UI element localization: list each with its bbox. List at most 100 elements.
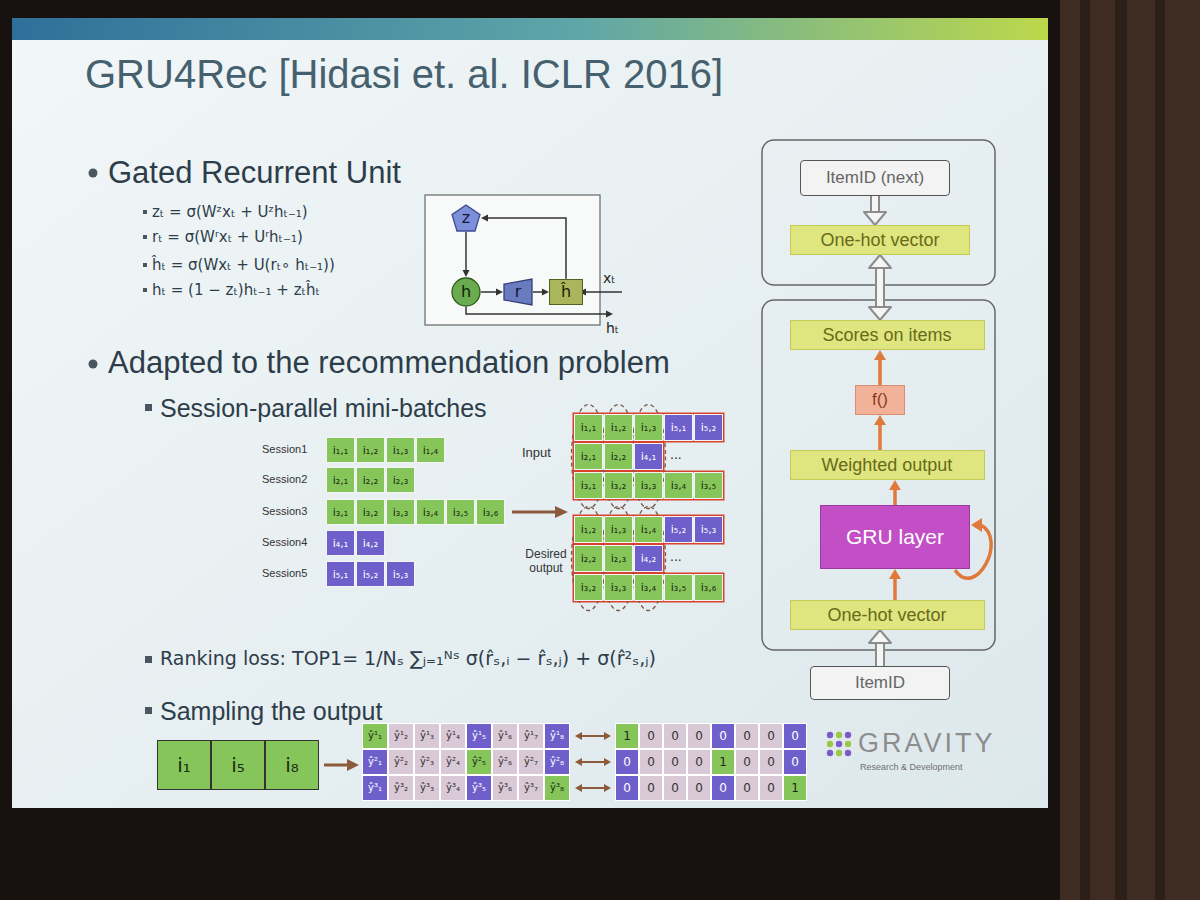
session-cell: i₁,₁ [326, 437, 355, 463]
target-cell: 0 [759, 775, 783, 801]
target-cell: 0 [735, 723, 759, 749]
vector-box: One-hot vector [790, 600, 985, 630]
logo-dot [845, 741, 851, 747]
arrow-head [555, 506, 568, 518]
transform-arrow [324, 764, 347, 767]
target-cell: 0 [639, 775, 663, 801]
arrow-head [542, 288, 549, 295]
score-cell: ŷ²₄ [440, 749, 466, 775]
score-cell: ŷ³₇ [518, 775, 544, 801]
batch-cell: i₃,₃ [634, 472, 663, 499]
session-cell: i₄,₁ [326, 530, 355, 556]
session-label: Session4 [262, 536, 307, 549]
sub-bullet-text: Sampling the output [160, 696, 382, 726]
input-wire [585, 291, 622, 293]
batch-ellipse [572, 507, 606, 611]
score-cell: ŷ¹₃ [414, 723, 440, 749]
score-cell: ŷ¹₇ [518, 723, 544, 749]
batch-cell: i₂,₃ [604, 545, 633, 572]
logo-dot [845, 750, 851, 756]
arrow-head [347, 759, 359, 771]
candidate-state: ĥ [549, 279, 583, 305]
target-cell: 0 [615, 775, 639, 801]
score-cell: ŷ¹₁ [362, 723, 388, 749]
batch-cell: i₁,₂ [574, 516, 603, 543]
logo-dot [836, 741, 842, 747]
gate-connector [481, 215, 566, 279]
arrow-head [575, 758, 582, 766]
session-cell: i₅,₁ [326, 561, 355, 587]
session-cell: i₅,₃ [386, 561, 415, 587]
layer-box: Weighted output [790, 450, 985, 480]
row-outline [574, 516, 724, 544]
input-box: ItemID [810, 666, 950, 700]
batch-cell: i₁,₃ [604, 516, 633, 543]
target-cell: 0 [735, 749, 759, 775]
arrow-head [874, 415, 886, 425]
session-label: Session2 [262, 473, 307, 486]
batch-cell: i₃,₂ [604, 472, 633, 499]
logo-dot [827, 732, 833, 738]
bullet-square [145, 656, 152, 663]
connector-line [870, 196, 880, 213]
batch-cell: i₂,₂ [604, 443, 633, 470]
batch-cell: i₅,₁ [664, 414, 693, 441]
session-cell: i₂,₁ [326, 467, 355, 493]
hidden-state: h [451, 277, 481, 307]
flow-arrow [869, 255, 891, 320]
signal-label: hₜ [606, 320, 619, 337]
logo-dot [836, 732, 842, 738]
bullet-square [143, 263, 147, 267]
session-cell: i₃,₃ [386, 499, 415, 525]
target-cell: 0 [759, 749, 783, 775]
score-cell: ŷ²₅ [466, 749, 492, 775]
curtain-fold [1080, 0, 1090, 900]
arrow-head [496, 289, 503, 296]
compare-arrow [581, 761, 604, 763]
logo-dot [827, 750, 833, 756]
row-outline [574, 472, 724, 500]
connector-line [878, 424, 882, 451]
score-cell: ŷ²₈ [544, 749, 570, 775]
node-label: One-hot vector [827, 605, 946, 626]
connector-fill [877, 267, 883, 307]
batch-cell: i₄,₁ [634, 443, 663, 470]
network-frame [762, 300, 995, 650]
bullet-square [145, 707, 152, 714]
batch-cell: i₃,₅ [694, 472, 723, 499]
target-cell: 1 [711, 749, 735, 775]
target-cell: 0 [783, 749, 807, 775]
connector-line [533, 291, 543, 293]
bullet-dot [89, 169, 98, 178]
gate-connector [481, 289, 503, 296]
reset-gate: r [503, 278, 533, 306]
batch-ellipse [632, 405, 666, 509]
batch-cell: i₂,₂ [574, 545, 603, 572]
batch-ellipse [632, 507, 666, 611]
logo-dot [836, 750, 842, 756]
batch-cell: i₃,₁ [574, 472, 603, 499]
cell-frame [425, 195, 600, 325]
flow-arrow [874, 350, 886, 385]
row-outline [574, 443, 664, 471]
sub-bullet-text: Session-parallel mini-batches [160, 393, 487, 423]
target-cell: 0 [687, 749, 711, 775]
logo-subtext: Research & Development [860, 762, 963, 773]
logo-dot [845, 732, 851, 738]
batch-cell: i₃,₅ [664, 574, 693, 601]
curtain [1060, 0, 1200, 900]
connector-fill [877, 642, 883, 666]
arrow-head [889, 480, 901, 490]
arrow-head [604, 732, 611, 740]
row-outline [574, 545, 664, 573]
bullet-square [143, 235, 147, 239]
logo-text: GRAVITY [858, 727, 996, 759]
update-gate: z [451, 204, 481, 232]
arrow-head [864, 212, 886, 225]
batch-cell: i₅,₂ [694, 414, 723, 441]
batch-cell: i₁,₂ [604, 414, 633, 441]
target-cell: 0 [615, 749, 639, 775]
curtain-fold [1115, 0, 1127, 900]
target-cell: 0 [639, 749, 663, 775]
score-cell: ŷ³₅ [466, 775, 492, 801]
